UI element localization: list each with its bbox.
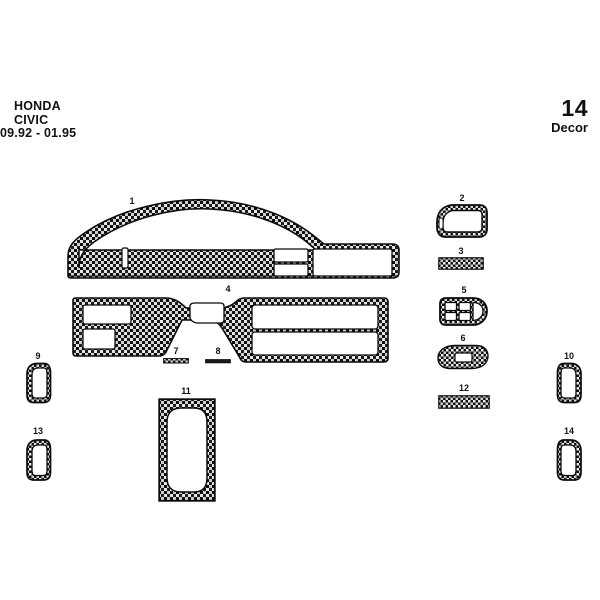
piece-label-14: 14	[563, 426, 574, 436]
piece-label-7: 7	[173, 346, 179, 356]
piece-label-2: 2	[459, 193, 465, 203]
piece-13-tweeter-surround-lower-left: 13	[24, 426, 52, 482]
piece-6-mirror-switch-trim: 6	[436, 333, 490, 370]
piece-10-tweeter-surround-upper-right: 10	[556, 351, 584, 404]
piece-label-10: 10	[563, 351, 574, 361]
piece-label-13: 13	[32, 426, 43, 436]
piece-label-12: 12	[458, 383, 469, 393]
piece-12-trim-strip-lower: 12	[438, 383, 490, 409]
piece-4-lower-dash-panel: 4	[70, 284, 390, 366]
piece-label-3: 3	[458, 246, 464, 256]
piece-label-9: 9	[35, 351, 41, 361]
piece-14-tweeter-surround-lower-right: 14	[556, 426, 584, 482]
kit-summary: 14 Decor	[498, 96, 588, 135]
piece-9-tweeter-surround-upper-left: 9	[24, 351, 52, 404]
vehicle-make: HONDA	[14, 99, 61, 113]
vehicle-year-range: 09.92 - 01.95	[0, 126, 77, 140]
piece-label-4: 4	[225, 284, 231, 294]
piece-3-small-trim-strip: 3	[438, 246, 484, 270]
piece-11-center-console-frame: 11	[158, 386, 216, 502]
piece-label-11: 11	[181, 386, 191, 396]
vehicle-model: CIVIC	[14, 112, 49, 127]
piece-1-upper-dash-panel: 1	[62, 196, 402, 288]
piece-8-micro-strip-right: 8	[205, 346, 231, 364]
vehicle-title: HONDA CIVIC 09.92 - 01.95	[0, 99, 150, 141]
kit-piece-count: 14	[561, 95, 588, 121]
piece-label-6: 6	[460, 333, 466, 343]
piece-label-1: 1	[129, 196, 135, 206]
piece-label-8: 8	[215, 346, 221, 356]
piece-label-5: 5	[461, 285, 467, 295]
piece-5-window-switch-panel: 5	[437, 285, 489, 328]
kit-finish-label: Decor	[551, 120, 588, 135]
piece-2-door-handle-surround-left: 2	[433, 193, 489, 243]
piece-7-micro-strip-left: 7	[163, 346, 189, 364]
